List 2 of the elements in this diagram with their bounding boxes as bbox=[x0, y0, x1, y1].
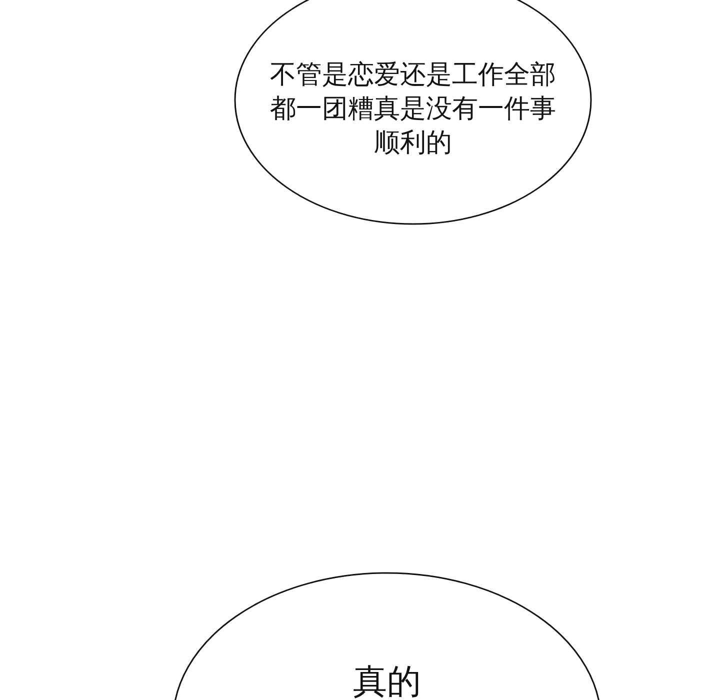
dialogue-text: 真的 bbox=[352, 661, 422, 700]
dialogue-text: 不管是恋爱还是工作全部都一团糟真是没有一件事顺利的 bbox=[269, 59, 557, 160]
